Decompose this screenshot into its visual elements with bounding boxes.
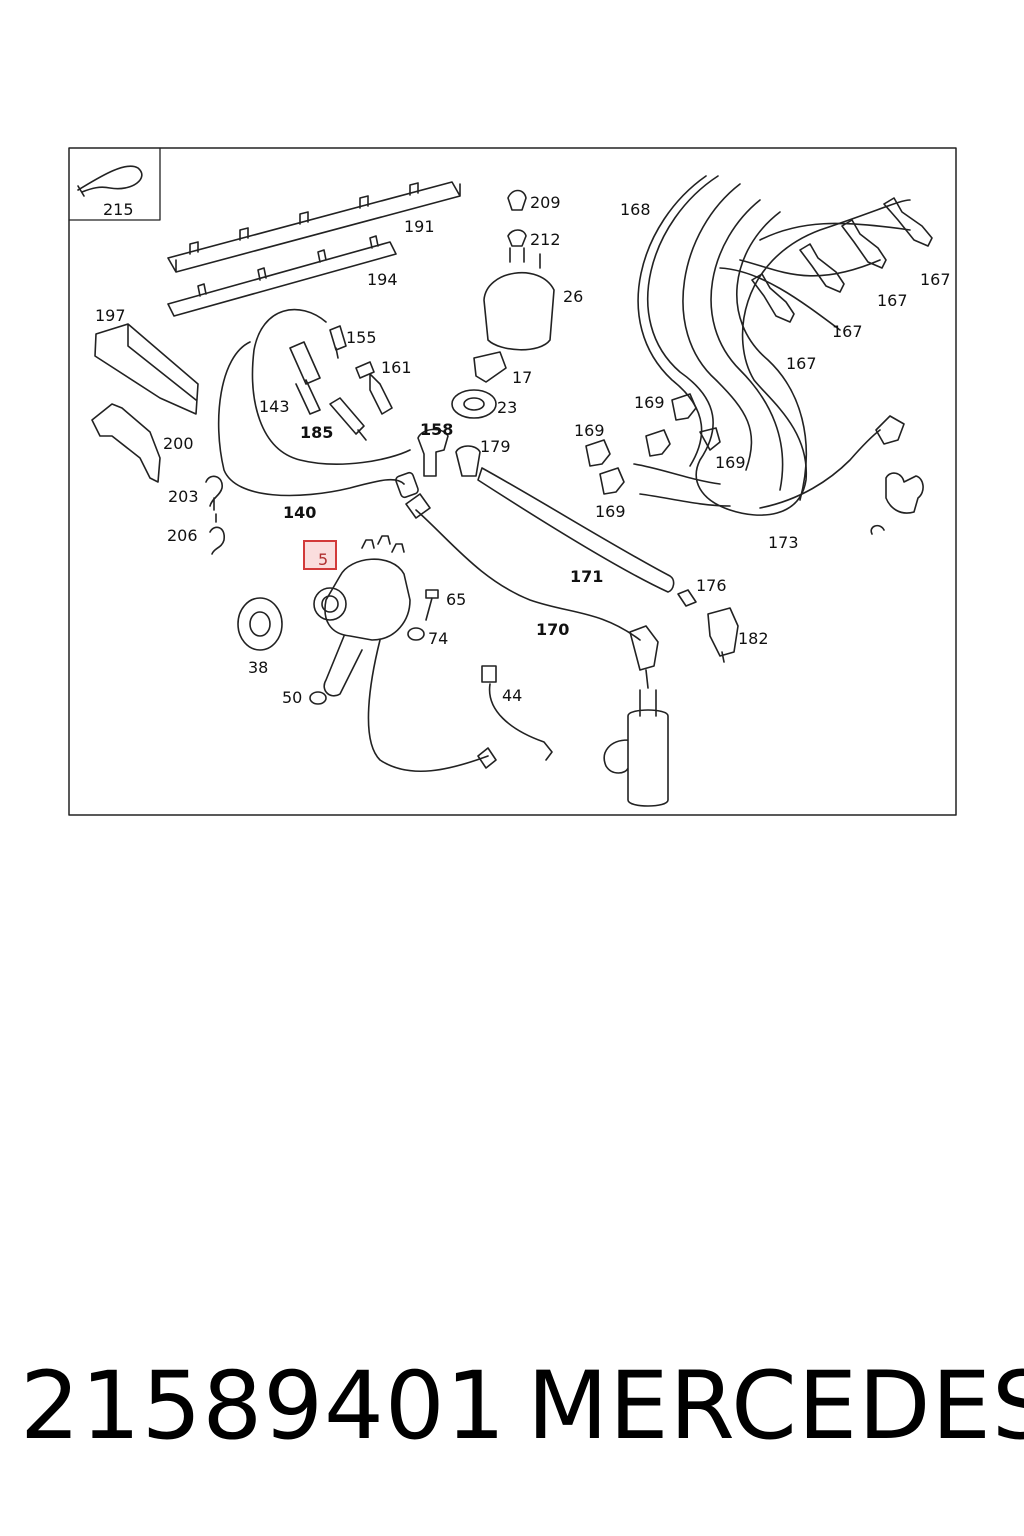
callout-158: 158 [420,420,454,439]
callout-209: 209 [530,193,561,212]
connector-176 [677,589,697,607]
callout-161: 161 [381,358,412,377]
cable-tie-215 [77,165,143,197]
highlight-callout-5 [303,540,337,570]
rail-194 [167,235,397,317]
oring-50 [309,691,327,705]
lead-170b [629,625,659,689]
callout-17: 17 [512,368,533,387]
brand-name: MERCEDES [527,1352,1024,1461]
connector-161 [355,361,393,415]
boot-167-b [841,219,887,269]
callout-169-d: 169 [595,502,626,521]
callout-143: 143 [259,397,290,416]
connector-182 [707,607,739,663]
callout-171: 171 [570,567,604,586]
callout-74: 74 [428,629,449,648]
clip-203 [205,475,223,511]
rotor-17 [473,351,507,383]
callout-23: 23 [497,398,518,417]
lead-143 [251,308,411,465]
cap-seal-23 [451,389,497,419]
callout-182: 182 [738,629,769,648]
cover-197 [94,323,199,415]
clip-209 [507,189,527,211]
distributor [324,558,411,641]
ignition-coil [603,689,669,807]
boot-169-c [585,439,611,467]
clip-212 [507,229,527,247]
callout-215: 215 [103,200,134,219]
callout-140: 140 [283,503,317,522]
boot-158 [417,428,449,477]
callout-155: 155 [346,328,377,347]
boot-169-d [599,467,625,495]
callout-169-c: 169 [715,453,746,472]
callout-191: 191 [404,217,435,236]
spark-plug-185 [329,397,367,441]
boot-167-c [799,243,845,293]
callout-5: 5 [318,550,329,569]
clip-206 [209,513,225,555]
diagram-frame [68,147,957,816]
callout-169-a: 169 [634,393,665,412]
bracket-200 [91,403,161,483]
callout-197: 197 [95,306,126,325]
boot-143 [289,341,321,415]
rail-191 [167,181,461,273]
lead-170 [405,493,641,641]
lead-140 [217,341,405,497]
sketch-hand [870,472,924,535]
boot-169-b [645,429,671,457]
callout-212: 212 [530,230,561,249]
callout-176: 176 [696,576,727,595]
sensor-cable [367,639,489,772]
lead-bundle [647,175,911,516]
boot-169-a [671,393,697,421]
inset-frame [68,147,161,221]
callout-167-d: 167 [786,354,817,373]
boot-167-d [751,273,795,323]
cap-26 [483,247,555,351]
callout-200: 200 [163,434,194,453]
boot-167-a [883,197,933,247]
boot-179 [455,445,481,477]
callout-170: 170 [536,620,570,639]
callout-38: 38 [248,658,269,677]
callout-26: 26 [563,287,584,306]
part-number: 21589401 [20,1352,507,1461]
boot-169-e [699,427,721,451]
callout-167-b: 167 [877,291,908,310]
washer-74 [407,627,425,641]
callout-185: 185 [300,423,334,442]
callout-168: 168 [620,200,651,219]
connector-155 [329,325,347,359]
sensor-44 [481,665,553,761]
callout-206: 206 [167,526,198,545]
callout-65: 65 [446,590,467,609]
callout-203: 203 [168,487,199,506]
callout-50: 50 [282,688,303,707]
lead-171 [477,467,675,593]
lead-173 [759,429,881,509]
rotor-38 [237,597,283,651]
callout-167-a: 167 [920,270,951,289]
callout-167-c: 167 [832,322,863,341]
callout-169-b: 169 [574,421,605,440]
callout-179: 179 [480,437,511,456]
callout-173: 173 [768,533,799,552]
callout-194: 194 [367,270,398,289]
bolt-65 [425,589,439,621]
callout-44: 44 [502,686,523,705]
parts-diagram [68,147,957,816]
